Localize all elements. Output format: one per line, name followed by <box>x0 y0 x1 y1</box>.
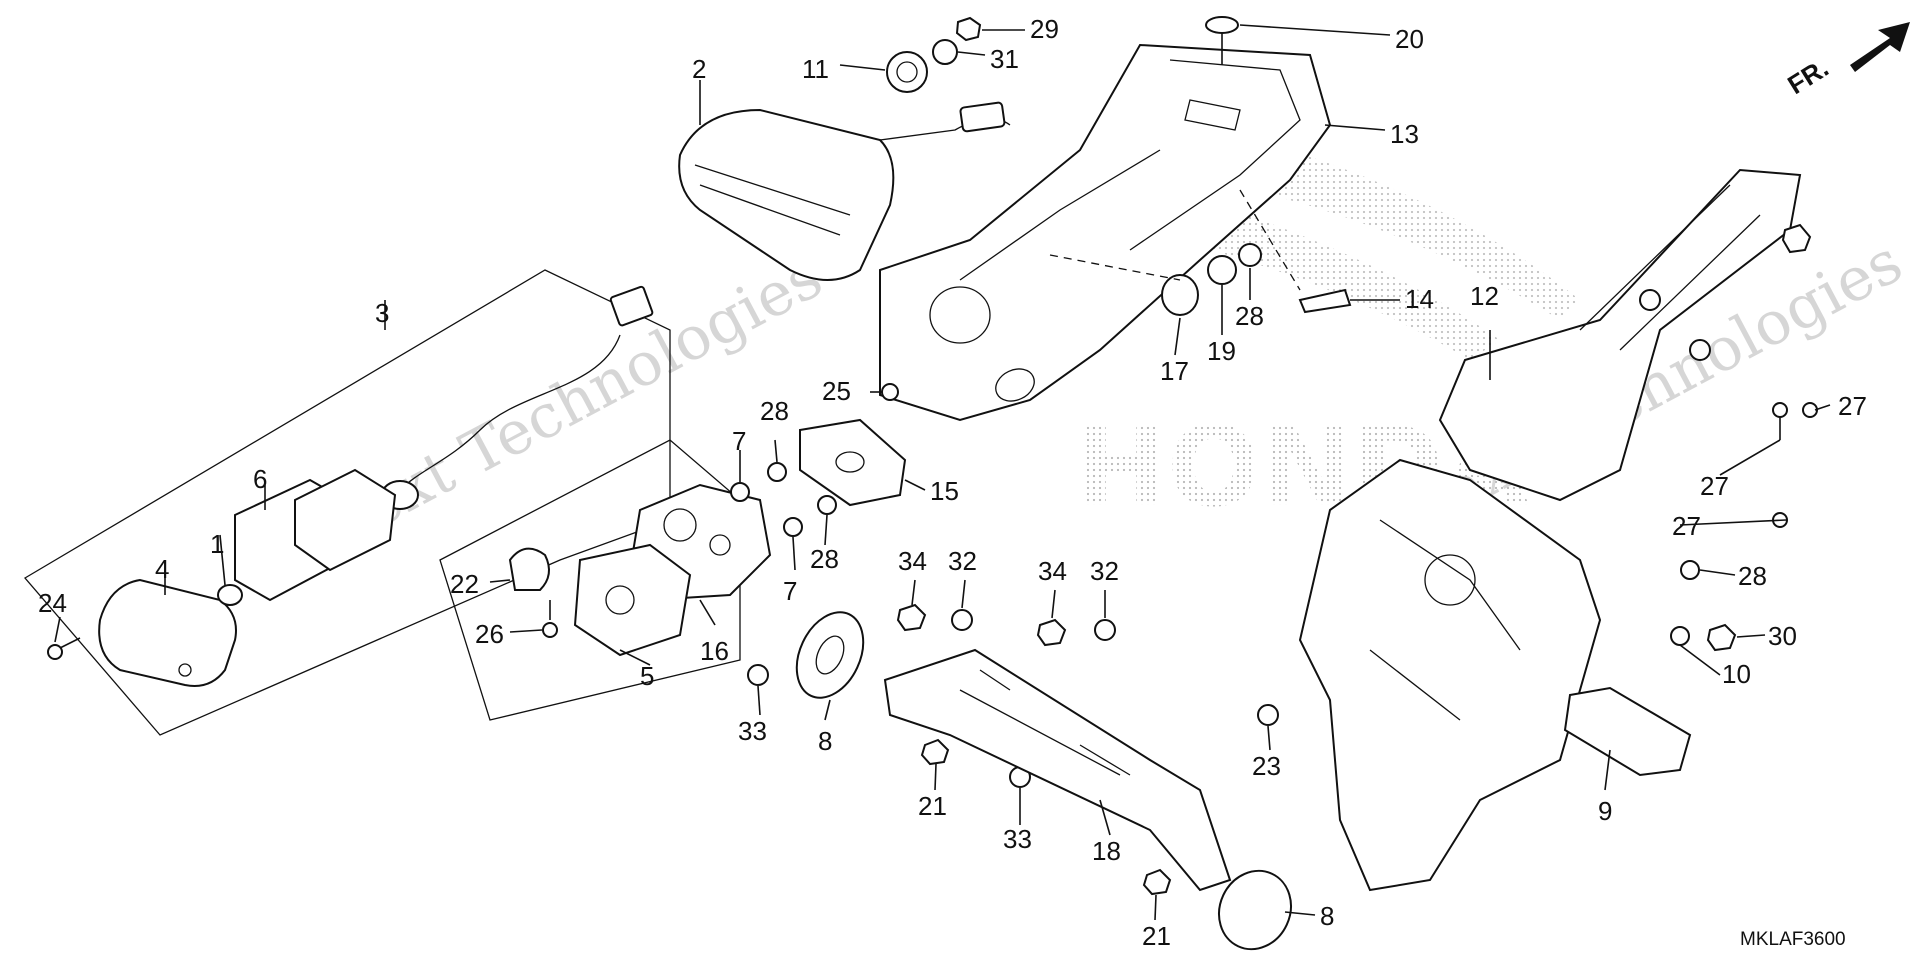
part-2-tail-light <box>678 101 1011 281</box>
callout-4: 4 <box>155 554 169 584</box>
callout-16: 16 <box>700 636 729 666</box>
callout-22: 22 <box>450 569 479 599</box>
callout-29: 29 <box>1030 14 1059 44</box>
callout-32-left: 32 <box>948 546 977 576</box>
part-31-washer <box>932 39 958 65</box>
callout-9: 9 <box>1598 796 1612 826</box>
part-12-subframe <box>1438 168 1812 502</box>
part-21-nut-right <box>1142 868 1172 896</box>
callout-28-right: 28 <box>1738 561 1767 591</box>
part-4-license-lens <box>98 578 237 687</box>
callout-10: 10 <box>1722 659 1751 689</box>
callout-30: 30 <box>1768 621 1797 651</box>
part-10-collar <box>1670 626 1690 646</box>
part-33-washer-left <box>747 664 769 686</box>
callout-14: 14 <box>1405 284 1434 314</box>
part-11-grommet <box>886 51 928 93</box>
part-34-bolt-left <box>896 603 927 632</box>
part-1-bulb <box>217 584 243 606</box>
callout-3: 3 <box>375 298 389 328</box>
part-32-washer-left <box>951 609 973 631</box>
callout-7-lower: 7 <box>783 576 797 606</box>
callout-1: 1 <box>210 529 224 559</box>
part-22-clamp <box>508 547 550 591</box>
part-8-grommet-left <box>795 611 865 699</box>
part-29-nut <box>955 16 982 42</box>
part-27-screw-b <box>1802 402 1818 418</box>
part-9-reflector <box>1563 686 1692 777</box>
callout-17: 17 <box>1160 356 1189 386</box>
callout-21-left: 21 <box>918 791 947 821</box>
callout-31: 31 <box>990 44 1019 74</box>
callout-34-right: 34 <box>1038 556 1067 586</box>
part-7-nut-lower <box>783 517 803 537</box>
front-direction-label: FR. <box>1782 52 1833 100</box>
callout-27-mid: 27 <box>1700 471 1729 501</box>
callout-21-right: 21 <box>1142 921 1171 951</box>
part-25-bolt <box>881 383 899 401</box>
callout-33-left: 33 <box>738 716 767 746</box>
part-17-grommet <box>1161 274 1199 316</box>
part-10-inner-fender <box>1298 458 1602 892</box>
callout-28-left: 28 <box>810 544 839 574</box>
callout-8-left: 8 <box>818 726 832 756</box>
callout-26: 26 <box>475 619 504 649</box>
callout-12: 12 <box>1470 281 1499 311</box>
callout-11: 11 <box>802 54 829 84</box>
part-34-bolt-right <box>1036 618 1067 647</box>
callout-28-center: 28 <box>1235 301 1264 331</box>
callout-13: 13 <box>1390 119 1419 149</box>
callout-18: 18 <box>1092 836 1121 866</box>
callout-34-left: 34 <box>898 546 927 576</box>
part-28-nut-top <box>1238 243 1262 267</box>
callout-23: 23 <box>1252 751 1281 781</box>
callout-labels-repeats: 7 8 21 27 27 28 28 28 32 33 34 <box>760 396 1767 951</box>
callout-24: 24 <box>38 588 67 618</box>
part-15-plate <box>799 418 907 507</box>
part-18-license-bracket <box>883 648 1232 892</box>
part-7-nut-upper <box>730 482 750 502</box>
front-direction-arrow: FR. <box>1782 22 1910 100</box>
callout-25: 25 <box>822 376 851 406</box>
callout-8-right: 8 <box>1320 901 1334 931</box>
part-5-gasket <box>573 543 692 657</box>
callout-20: 20 <box>1395 24 1424 54</box>
part-26-screw <box>542 600 558 638</box>
part-20-screw <box>1205 16 1239 65</box>
diagram-code: MKLAF3600 <box>1740 929 1846 950</box>
callout-33-mid: 33 <box>1003 824 1032 854</box>
part-8-grommet-right <box>1218 869 1292 951</box>
part-6-socket-housing <box>294 468 397 572</box>
part-14-clip <box>1298 288 1352 314</box>
part-28-nut-left <box>767 462 787 482</box>
part-27-screw-a <box>1772 402 1788 440</box>
callout-labels: 1 2 3 4 5 6 7 8 9 10 11 12 13 14 15 16 1… <box>38 14 1867 866</box>
part-32-washer-right <box>1094 619 1116 641</box>
callout-32-right: 32 <box>1090 556 1119 586</box>
part-23-cushion <box>1257 704 1279 726</box>
callout-6: 6 <box>253 464 267 494</box>
leader-lines <box>54 24 1831 921</box>
callout-19: 19 <box>1207 336 1236 366</box>
part-28-nut-right <box>1680 560 1700 580</box>
part-28-nut-mid <box>817 495 837 515</box>
callout-5: 5 <box>640 661 654 691</box>
callout-27-lower: 27 <box>1672 511 1701 541</box>
callout-7-upper: 7 <box>732 426 746 456</box>
part-24-screw <box>47 637 81 660</box>
part-30-nut <box>1706 623 1737 652</box>
callout-27-top: 27 <box>1838 391 1867 421</box>
part-19-collar <box>1207 255 1237 285</box>
callout-28-plate: 28 <box>760 396 789 426</box>
callout-2: 2 <box>692 54 706 84</box>
callout-15: 15 <box>930 476 959 506</box>
part-21-nut-left <box>920 738 950 766</box>
